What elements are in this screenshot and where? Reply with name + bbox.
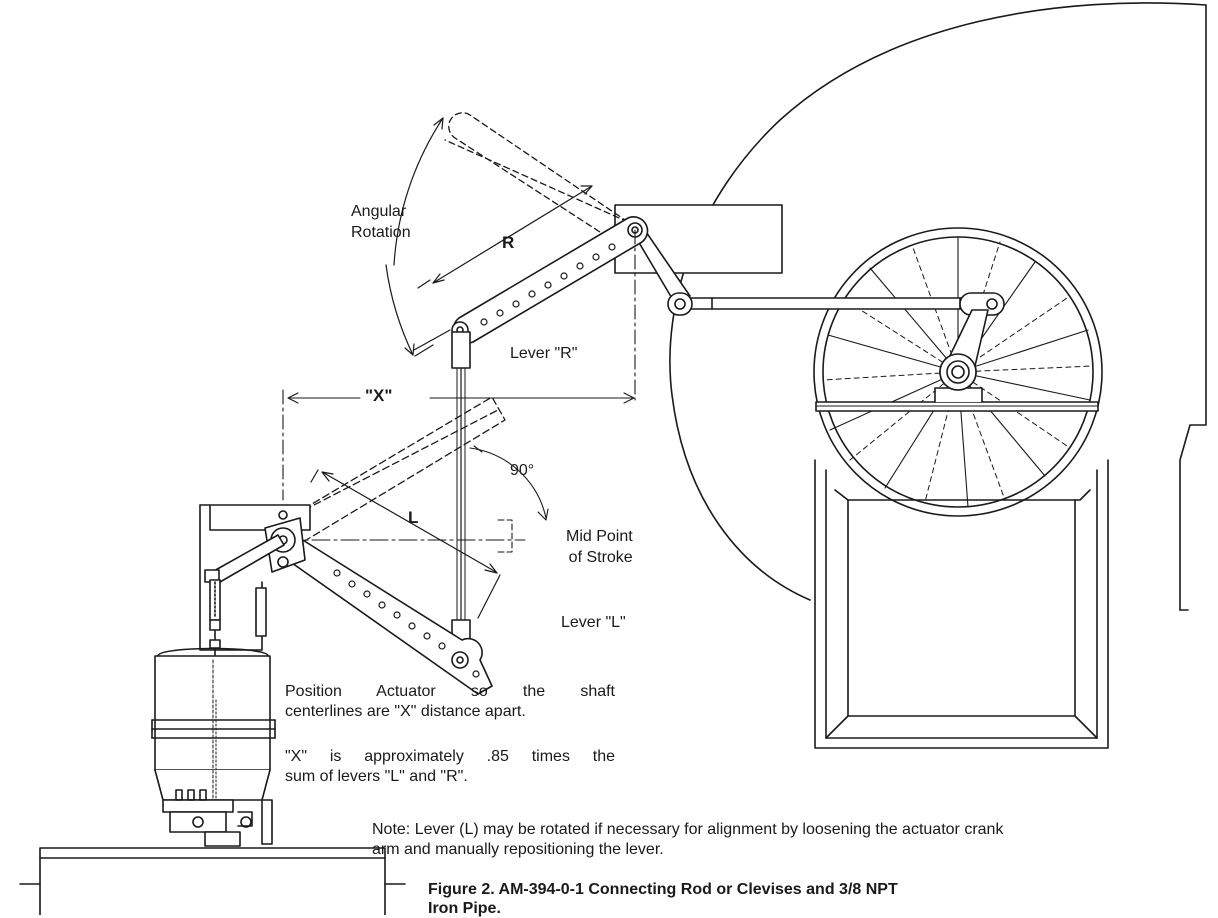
lever-r-alt-positions <box>444 112 629 246</box>
l-label: L <box>408 508 419 527</box>
note-line2: arm and manually repositioning the lever… <box>372 841 664 858</box>
angular-rotation-label: Angular Rotation <box>351 203 411 241</box>
r-dimension <box>413 185 593 351</box>
position-instruction-line2: centerlines are "X" distance apart. <box>285 703 526 720</box>
l-dimension <box>310 469 501 619</box>
lever-l <box>281 531 493 695</box>
figure-caption-line2: Iron Pipe. <box>428 900 501 917</box>
lever-l-alt-position <box>284 396 506 546</box>
inlet-duct <box>814 459 1109 749</box>
r-label: R <box>502 233 515 252</box>
centerlines <box>282 229 636 541</box>
approx-instruction-line1: "X" is approximately .85 times the <box>285 748 615 765</box>
lever-r-label: Lever "R" <box>510 345 578 362</box>
damper-box <box>614 204 783 274</box>
x-label: "X" <box>365 386 393 405</box>
position-instruction-line1: Position Actuator so the shaft <box>285 683 615 700</box>
approx-instruction-line2: sum of levers "L" and "R". <box>285 768 468 785</box>
lever-r <box>451 216 649 344</box>
vertical-rod <box>451 331 471 661</box>
mid-point-label: Mid Point of Stroke <box>566 528 633 566</box>
lever-l-label: Lever "L" <box>561 614 626 631</box>
actuator <box>19 504 406 915</box>
drive-linkage <box>627 223 1005 391</box>
figure-caption-line1: Figure 2. AM-394-0-1 Connecting Rod or C… <box>428 881 898 898</box>
ninety-degree-marker <box>469 445 549 553</box>
angular-rotation-arc <box>385 117 444 357</box>
ninety-degree-label: 90° <box>510 462 535 479</box>
note-line1: Note: Lever (L) may be rotated if necess… <box>372 821 1004 838</box>
